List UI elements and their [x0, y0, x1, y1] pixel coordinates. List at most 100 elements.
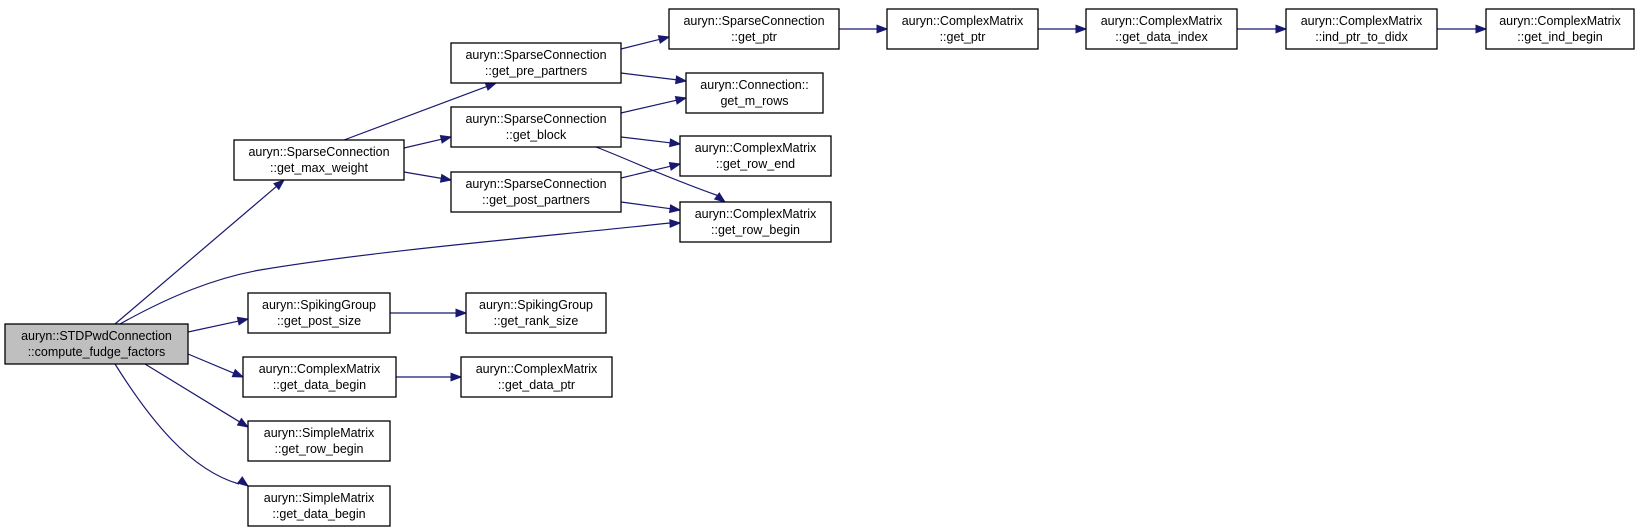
node-box — [233, 139, 405, 181]
arrowhead — [669, 138, 682, 148]
node-label-line1: auryn::SpikingGroup — [479, 298, 593, 312]
node-label-line2: ::get_max_weight — [270, 161, 369, 175]
node-label-line2: ::compute_fudge_factors — [28, 345, 166, 359]
arrowhead — [455, 308, 468, 318]
edge-line — [144, 363, 241, 423]
node-label-line1: auryn::SparseConnection — [248, 145, 389, 159]
edge-root-to-sc_get_max_weight — [114, 179, 286, 325]
edge-cm_get_data_index-to-cm_ind_ptr_to_didx — [1237, 24, 1288, 34]
node-cm-get-ind-begin[interactable]: auryn::ComplexMatrix::get_ind_begin — [1485, 8, 1635, 50]
node-sc-get-pre-partners[interactable]: auryn::SparseConnection::get_pre_partner… — [450, 42, 622, 84]
edge-cm_get_data_begin-to-cm_get_data_ptr — [396, 372, 463, 382]
node-label-line1: auryn::SparseConnection — [465, 48, 606, 62]
arrowhead — [231, 368, 245, 378]
node-sc-get-ptr[interactable]: auryn::SparseConnection::get_ptr — [668, 8, 840, 50]
node-label-line2: ::get_ptr — [940, 30, 986, 44]
node-sc-get-block[interactable]: auryn::SparseConnection::get_block — [450, 106, 622, 148]
edge-sc_get_block-to-cm_get_row_begin — [595, 146, 727, 203]
node-box — [460, 356, 613, 398]
node-label-line2: ::get_post_partners — [482, 193, 590, 207]
edge-root-to-cm_get_data_begin — [187, 353, 245, 378]
node-cm-get-data-begin[interactable]: auryn::ComplexMatrix::get_data_begin — [242, 356, 397, 398]
node-box — [679, 201, 832, 243]
node-label-line2: ::ind_ptr_to_didx — [1315, 30, 1408, 44]
arrowhead — [669, 219, 682, 229]
node-label-line2: ::get_block — [506, 128, 567, 142]
node-label-line2: ::get_row_begin — [711, 223, 800, 237]
node-cm-get-data-index[interactable]: auryn::ComplexMatrix::get_data_index — [1085, 8, 1238, 50]
edge-sc_get_block-to-cm_get_row_end — [620, 136, 682, 148]
node-box — [1485, 8, 1635, 50]
node-label-line2: ::get_ind_begin — [1517, 30, 1603, 44]
node-box — [685, 72, 824, 114]
arrowhead — [675, 75, 688, 85]
nodes-layer: auryn::STDPwdConnection::compute_fudge_f… — [4, 8, 1635, 527]
node-box — [679, 135, 832, 177]
node-label-line1: auryn::ComplexMatrix — [1301, 14, 1423, 28]
arrowhead — [713, 192, 727, 203]
arrowhead — [273, 179, 286, 191]
node-label-line1: auryn::ComplexMatrix — [476, 362, 598, 376]
node-label-line2: ::get_rank_size — [494, 314, 579, 328]
edge-line — [620, 99, 678, 114]
edge-root-to-sm_get_data_begin — [114, 363, 250, 487]
node-box — [1085, 8, 1238, 50]
node-sm-get-row-begin[interactable]: auryn::SimpleMatrix::get_row_begin — [247, 420, 391, 462]
arrowhead — [876, 24, 889, 34]
arrowhead — [236, 417, 250, 428]
node-box — [247, 485, 391, 527]
node-conn-get-m-rows[interactable]: auryn::Connection::get_m_rows — [685, 72, 824, 114]
arrowhead — [236, 316, 250, 326]
node-label-line1: auryn::SpikingGroup — [262, 298, 376, 312]
node-label-line2: ::get_row_begin — [275, 442, 364, 456]
node-label-line2: ::get_data_begin — [272, 507, 365, 521]
node-sg-get-post-size[interactable]: auryn::SpikingGroup::get_post_size — [247, 292, 391, 334]
node-label-line1: auryn::ComplexMatrix — [695, 207, 817, 221]
arrowhead — [1275, 24, 1288, 34]
edge-line — [403, 138, 443, 149]
arrowhead — [439, 173, 453, 183]
edge-line — [620, 72, 678, 81]
node-sc-get-post-partners[interactable]: auryn::SparseConnection::get_post_partne… — [450, 171, 622, 213]
node-root[interactable]: auryn::STDPwdConnection::compute_fudge_f… — [4, 323, 189, 365]
edge-sc_get_block-to-conn_get_m_rows — [620, 95, 688, 114]
edge-root-to-sm_get_row_begin — [144, 363, 250, 428]
edge-cm_get_ptr-to-cm_get_data_index — [1038, 24, 1088, 34]
node-label-line2: ::get_row_end — [716, 157, 795, 171]
edge-root-to-cm_get_row_begin — [119, 219, 682, 325]
arrowhead — [668, 204, 682, 214]
edge-cm_ind_ptr_to_didx-to-cm_get_ind_begin — [1437, 24, 1488, 34]
node-label-line1: auryn::ComplexMatrix — [695, 141, 817, 155]
node-cm-get-data-ptr[interactable]: auryn::ComplexMatrix::get_data_ptr — [460, 356, 613, 398]
node-cm-ind-ptr-to-didx[interactable]: auryn::ComplexMatrix::ind_ptr_to_didx — [1285, 8, 1438, 50]
edge-line — [620, 38, 661, 50]
node-label-line2: ::get_ptr — [731, 30, 777, 44]
node-sm-get-data-begin[interactable]: auryn::SimpleMatrix::get_data_begin — [247, 485, 391, 527]
node-sg-get-rank-size[interactable]: auryn::SpikingGroup::get_rank_size — [465, 292, 607, 334]
edge-sc_get_max_weight-to-sc_get_block — [403, 134, 453, 149]
node-cm-get-row-begin[interactable]: auryn::ComplexMatrix::get_row_begin — [679, 201, 832, 243]
node-sc-get-max-weight[interactable]: auryn::SparseConnection::get_max_weight — [233, 139, 405, 181]
node-label-line2: ::get_post_size — [277, 314, 361, 328]
node-label-line2: ::get_data_ptr — [498, 378, 575, 392]
edge-sc_get_pre_partners-to-conn_get_m_rows — [620, 72, 688, 85]
node-box — [242, 356, 397, 398]
edge-sc_get_ptr-to-cm_get_ptr — [839, 24, 889, 34]
node-label-line1: auryn::ComplexMatrix — [902, 14, 1024, 28]
node-label-line1: auryn::ComplexMatrix — [1101, 14, 1223, 28]
node-label-line2: get_m_rows — [720, 94, 788, 108]
arrowhead — [439, 134, 453, 144]
arrowhead — [657, 35, 671, 44]
edge-line — [620, 201, 672, 210]
arrowhead — [1475, 24, 1488, 34]
edge-sc_get_max_weight-to-sc_get_post_partners — [403, 171, 453, 183]
node-cm-get-row-end[interactable]: auryn::ComplexMatrix::get_row_end — [679, 135, 832, 177]
edges-layer — [114, 24, 1488, 487]
node-label-line2: ::get_data_begin — [273, 378, 366, 392]
edge-root-to-sg_get_post_size — [187, 316, 250, 333]
node-label-line1: auryn::ComplexMatrix — [1499, 14, 1621, 28]
node-cm-get-ptr[interactable]: auryn::ComplexMatrix::get_ptr — [886, 8, 1039, 50]
node-box — [247, 420, 391, 462]
node-label-line2: ::get_data_index — [1115, 30, 1208, 44]
